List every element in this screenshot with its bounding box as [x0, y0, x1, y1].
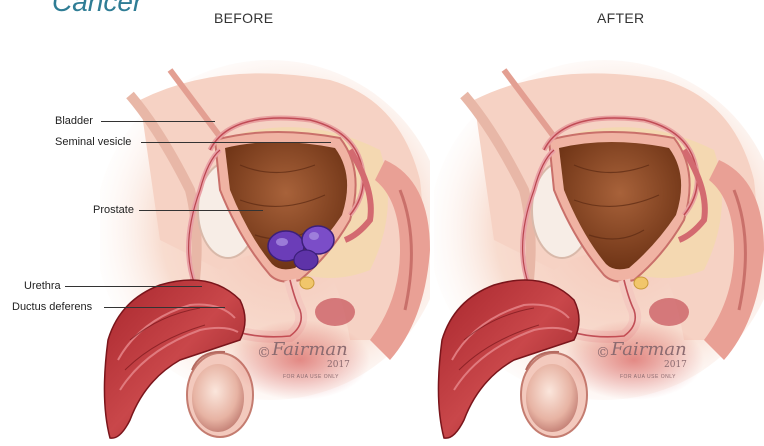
- urethra-leader: [65, 286, 202, 287]
- page-title: Cancer: [52, 0, 142, 16]
- signature-note-before: FOR AUA USE ONLY: [283, 374, 339, 380]
- after-anatomy-illustration: [434, 40, 764, 446]
- copyright-mark-after: ©: [596, 345, 610, 361]
- label-ductus-deferens: Ductus deferens: [12, 301, 92, 313]
- label-prostate: Prostate: [93, 204, 134, 216]
- prostate-leader: [139, 210, 263, 211]
- signature-name-after: Fairman: [611, 339, 687, 360]
- copyright-mark-before: ©: [257, 345, 271, 361]
- label-urethra: Urethra: [24, 280, 61, 292]
- after-caption: AFTER: [597, 10, 644, 26]
- before-caption: BEFORE: [214, 10, 273, 26]
- label-seminal-vesicle: Seminal vesicle: [55, 136, 131, 148]
- signature-note-after: FOR AUA USE ONLY: [620, 374, 676, 380]
- ductus-deferens-leader: [104, 307, 225, 308]
- seminal-vesicle-leader: [141, 142, 331, 143]
- label-bladder: Bladder: [55, 115, 93, 127]
- bladder-leader: [101, 121, 215, 122]
- signature-year-before: 2017: [327, 360, 350, 370]
- signature-name-before: Fairman: [272, 339, 348, 360]
- signature-year-after: 2017: [664, 360, 687, 370]
- before-anatomy-illustration: [100, 40, 430, 446]
